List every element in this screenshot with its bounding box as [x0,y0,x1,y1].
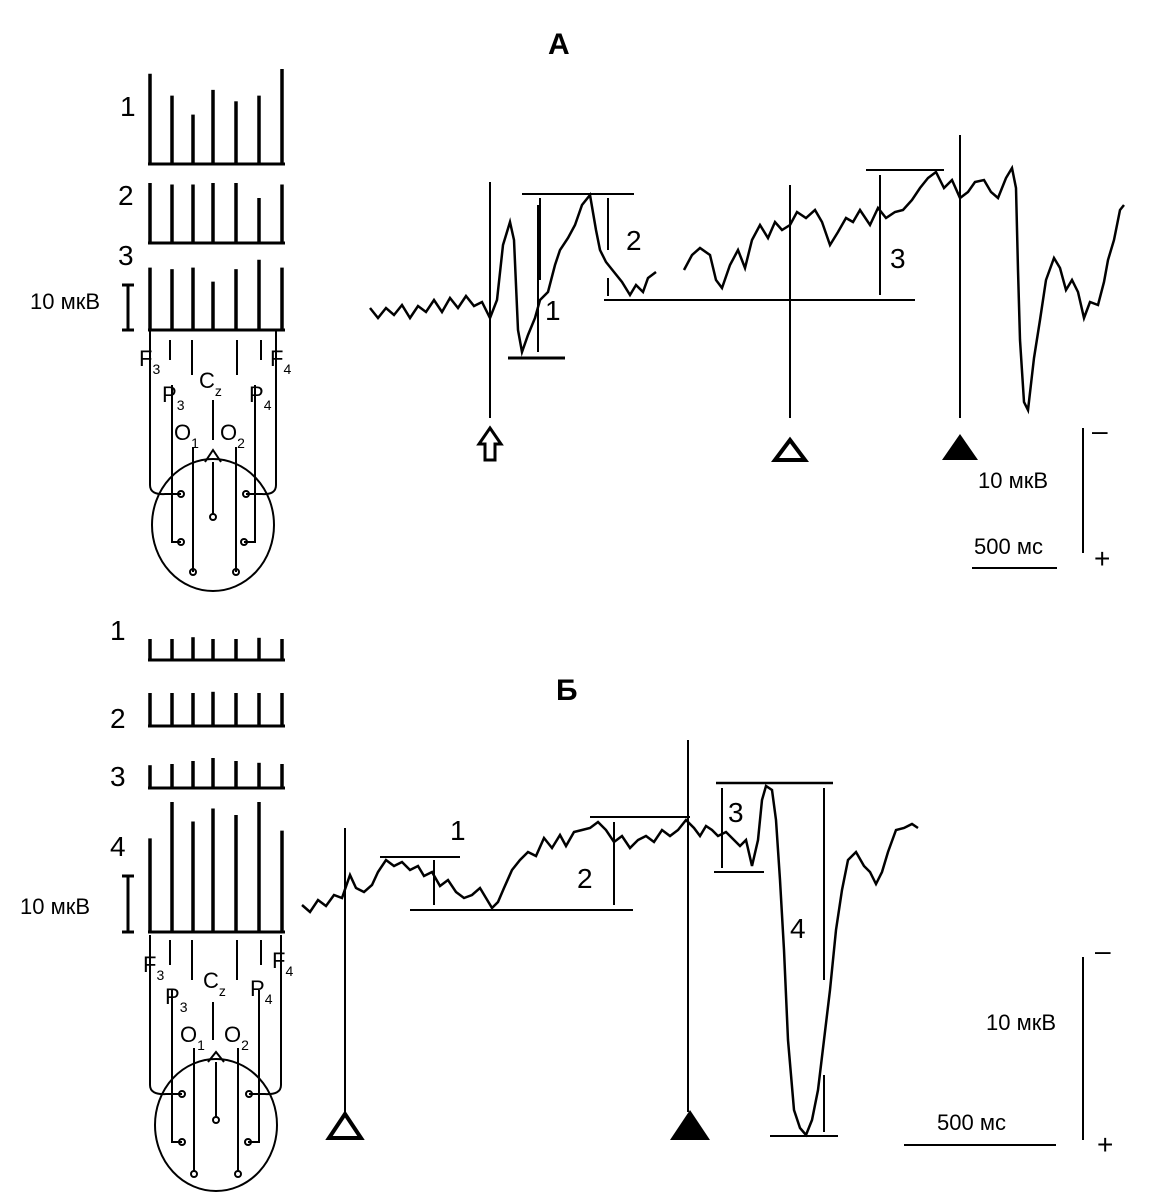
panel-a-bar-scale-label: 10 мкВ [30,289,100,314]
triangle-open-icon [325,1110,365,1140]
electrode-o2: O2 [220,420,245,451]
panel-a-time-scale-label: 500 мс [974,534,1043,559]
panel-a-bar-groups [148,69,285,332]
panel-a-title: А [548,28,570,61]
panel-a-bar-scale [122,283,134,332]
triangle-filled-icon [942,434,978,460]
panel-a-erp-trace-2 [682,164,1125,415]
electrode-f3-b: F3 [143,952,164,983]
electrode-p4: P4 [249,382,272,413]
panel-b-component-4: 4 [790,913,806,944]
panel-a-row-1: 1 [120,91,136,122]
panel-b-pos-sign: + [1097,1129,1113,1160]
panel-b-bar-row-3 [148,758,285,790]
panel-a-component-2: 2 [626,225,642,256]
panel-a-neg-sign: – [1092,415,1108,446]
panel-a-pos-sign: + [1094,543,1110,574]
triangle-open-icon [771,436,809,462]
panel-b-bar-groups [148,637,285,934]
panel-b-row-4: 4 [110,831,126,862]
panel-b-time-scale-label: 500 мс [937,1110,1006,1135]
panel-b-head-schematic [149,935,282,1192]
panel-b-bar-scale [122,874,134,934]
triangle-filled-icon [670,1110,710,1140]
panel-a-component-3: 3 [890,243,906,274]
panel-a-erp-trace-1 [369,192,657,357]
panel-a-amp-scale-label: 10 мкВ [978,468,1048,493]
electrode-o1: O1 [174,420,199,451]
panel-a-bar-row-2 [148,183,285,245]
electrode-cz: Cz [199,368,222,399]
panel-b-component-1: 1 [450,815,466,846]
panel-a-component-1: 1 [545,295,561,326]
panel-b-neg-sign: – [1095,935,1111,966]
panel-a-bar-row-3 [148,259,285,332]
electrode-o2-b: O2 [224,1022,249,1053]
panel-a-erp [369,164,1125,415]
panel-b-bar-row-2 [148,691,285,728]
panel-b-markers [344,740,838,1137]
panel-b-bar-row-4 [148,802,285,934]
electrode-o1-b: O1 [180,1022,205,1053]
electrode-cz-b: Cz [203,968,226,999]
panel-b-electrode-dividers [169,940,262,1040]
panel-a-amplitude-scale [972,428,1084,569]
panel-b-bar-scale-label: 10 мкВ [20,894,90,919]
panel-b-bar-row-1 [148,637,285,662]
panel-b-erp-trace [301,784,919,1138]
electrode-f4-b: F4 [272,948,293,979]
electrode-f4: F4 [270,346,291,377]
electrode-p4-b: P4 [250,976,273,1007]
panel-a-markers [489,135,961,418]
panel-b-component-3: 3 [728,797,744,828]
panel-b-row-1: 1 [110,615,126,646]
panel-a-row-2: 2 [118,180,134,211]
panel-a-row-3: 3 [118,240,134,271]
panel-b-erp [301,784,919,1138]
panel-b-row-3: 3 [110,761,126,792]
panel-a-electrode-labels: F3 F4 P3 P4 Cz O1 O2 [139,346,291,451]
electrode-p3-b: P3 [165,984,188,1015]
up-arrow-icon [476,425,504,462]
panel-a-electrode-dividers [169,340,262,440]
panel-b-row-2: 2 [110,703,126,734]
panel-b-amplitude-scale [904,957,1084,1146]
panel-a-bar-row-1 [148,69,285,166]
panel-b-title: Б [556,674,578,707]
electrode-p3: P3 [162,382,185,413]
panel-b-amp-scale-label: 10 мкВ [986,1010,1056,1035]
panel-b-component-2: 2 [577,863,593,894]
panel-a-head-schematic [149,330,277,592]
panel-b-electrode-labels: F3 F4 P3 P4 Cz O1 O2 [143,948,293,1053]
